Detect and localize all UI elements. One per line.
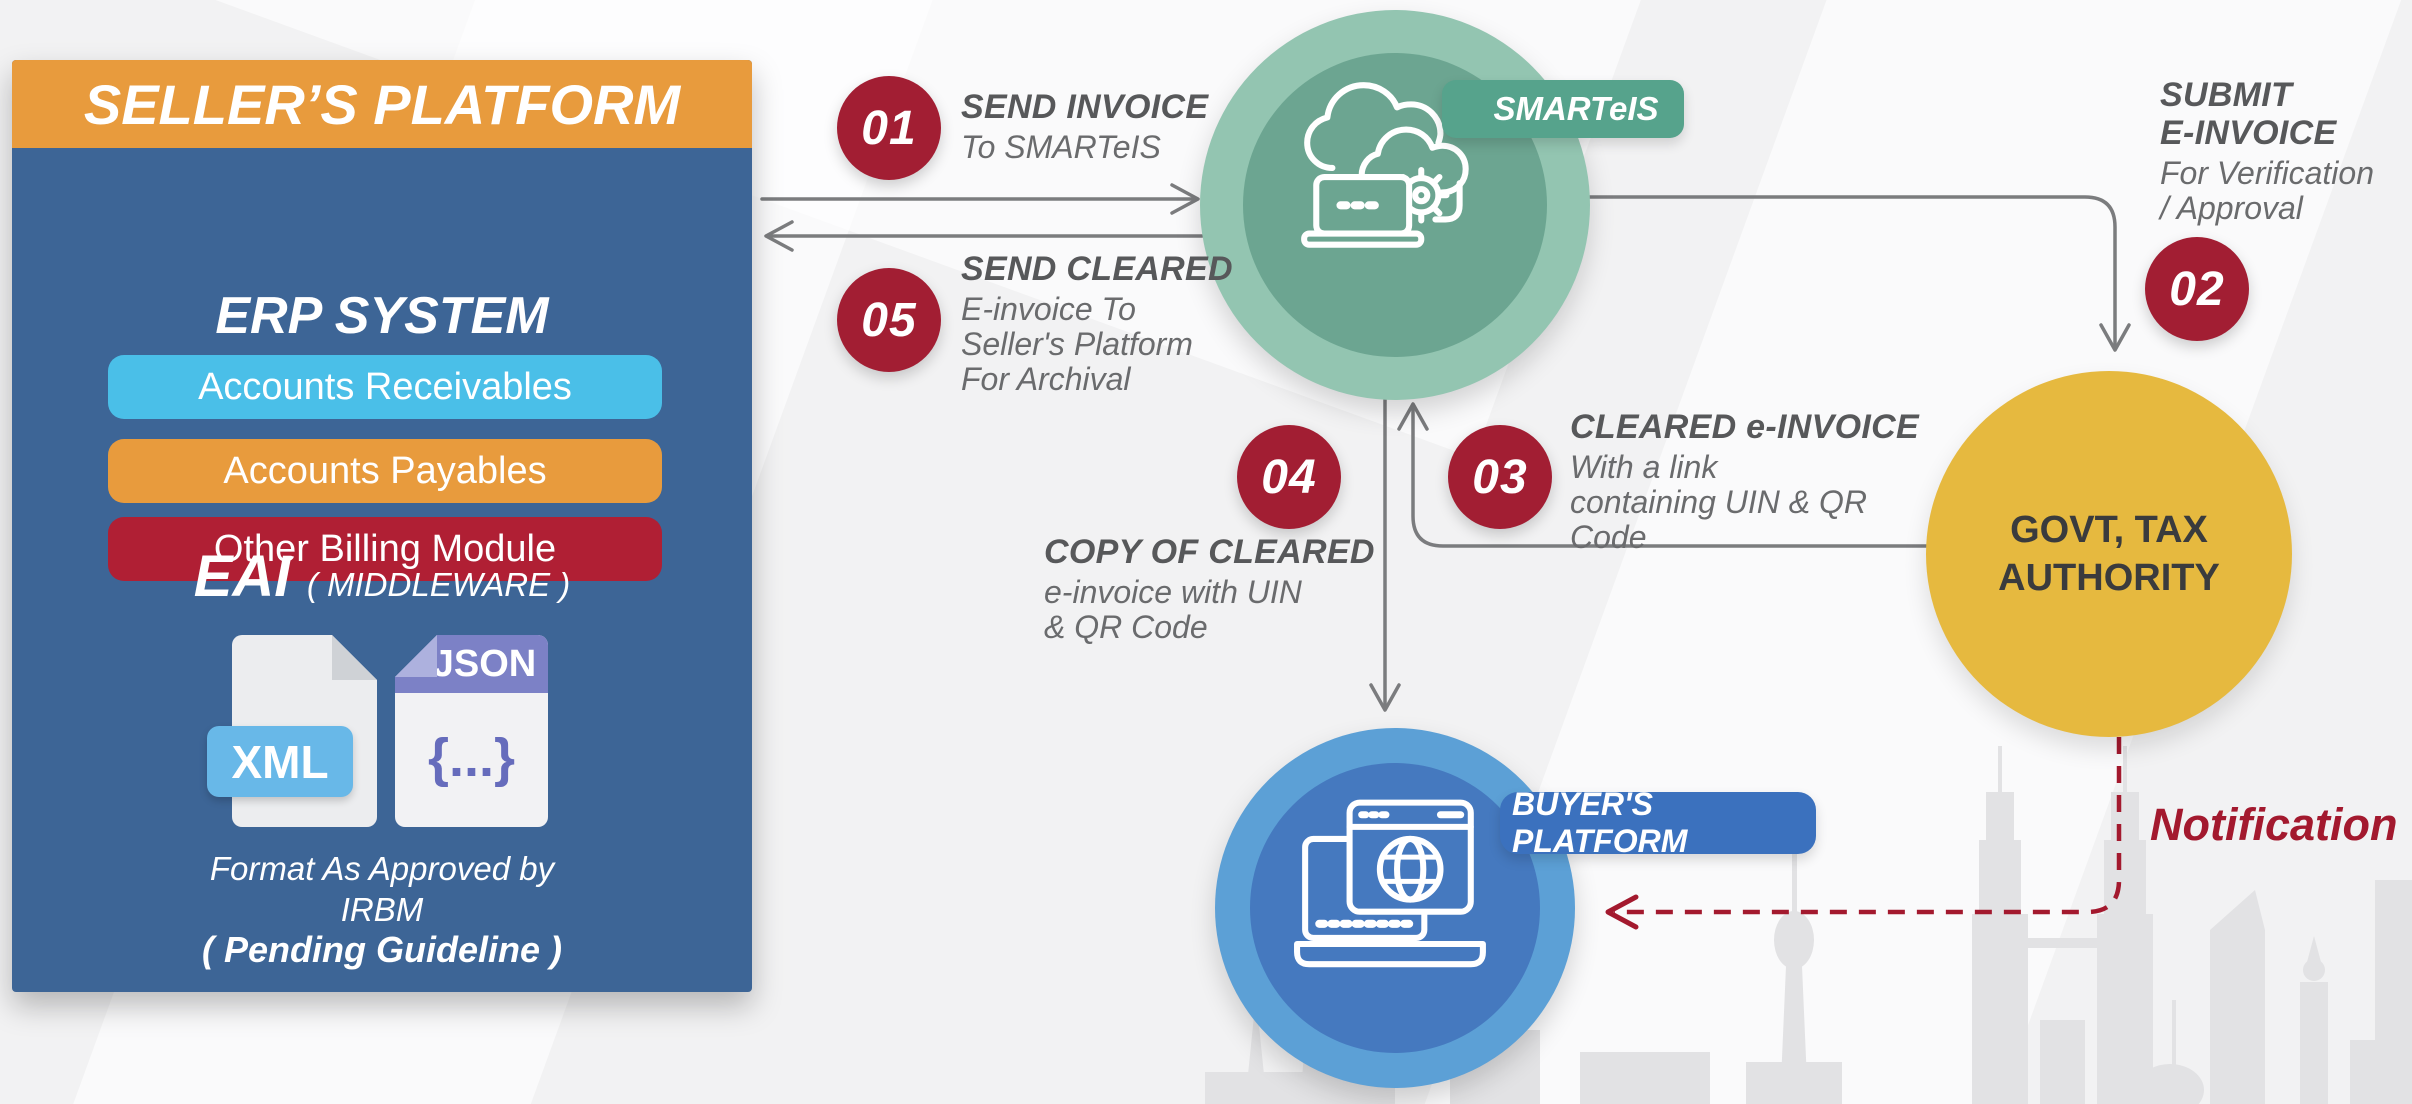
step-04-description: e-invoice with UIN & QR Code [1044,574,1302,645]
step-02-text: SUBMIT E-INVOICE For Verification / Appr… [2160,76,2374,226]
format-approval-note: Format As Approved by IRBM [209,850,555,928]
xml-file-icon: XML [207,635,377,827]
laptop-icon [1301,174,1425,248]
module-bar-other-billing: Other Billing Module [108,517,662,581]
pending-guideline-note: ( Pending Guideline ) [202,929,562,970]
step-01-number: 01 [837,76,941,180]
xml-file-label: XML [207,726,353,797]
step-03-title: CLEARED e-INVOICE [1570,408,1919,446]
step-03-text: CLEARED e-INVOICE With a link containing… [1570,408,1919,555]
step-01-text: SEND INVOICE To SMARTeIS [961,88,1208,165]
xml-file-fold-corner [332,635,377,680]
arrow-step5-head [764,220,794,252]
seller-platform-header: SELLER’S PLATFORM [12,60,752,148]
step-05-number: 05 [837,268,941,372]
eai-title: EAI [193,544,291,609]
govt-tax-authority-node: GOVT, TAX AUTHORITY [1926,371,2292,737]
step-05-description: E-invoice To Seller's Platform For Archi… [961,291,1193,397]
connector-step3-line [1411,406,1928,548]
cloud-link-line [1432,180,1463,223]
smarteis-node [1200,10,1590,400]
seller-platform-panel: SELLER’S PLATFORM ERP SYSTEM ( SAP / ORA… [12,60,752,992]
eai-subtitle: ( MIDDLEWARE ) [306,566,571,603]
step-04-title: COPY OF CLEARED [1044,533,1375,571]
step-02-title: SUBMIT E-INVOICE [2160,76,2337,152]
json-file-fold-corner [395,635,437,677]
step-04-number: 04 [1237,425,1341,529]
seller-platform-title: SELLER’S PLATFORM [83,72,681,136]
cloud-back-shape [1304,82,1444,171]
arrow-step1-head [1170,183,1200,215]
eai-middleware-line: EAI ( MIDDLEWARE ) [12,548,752,620]
connector-step2-head [2099,323,2131,352]
laptop-base [1294,940,1486,968]
notification-label: Notification [2150,799,2398,850]
erp-system-title: ERP SYSTEM [215,287,549,345]
laptop-browser-globe-icon [1294,799,1486,968]
step-03-description: With a link containing UIN & QR Code [1570,449,1868,555]
json-file-icon: JSON {...} [395,635,548,827]
step-02-description: For Verification / Approval [2160,155,2374,226]
smarteis-label: SMARTeIS [1493,90,1659,127]
step-02-number: 02 [2145,237,2249,341]
connector-step3-head [1397,402,1429,431]
module-bar-accounts-receivables: Accounts Receivables [108,355,662,419]
buyers-platform-badge: BUYER'S PLATFORM [1500,786,1816,859]
step-01-title: SEND INVOICE [961,88,1209,126]
step-01-description: To SMARTeIS [961,129,1161,165]
globe-icon [1376,835,1444,903]
step-05-text: SEND CLEARED E-invoice To Seller's Platf… [961,250,1233,397]
buyers-platform-label: BUYER'S PLATFORM [1512,786,1688,859]
notification-arrow-head [1605,894,1639,930]
step-04-text: COPY OF CLEARED e-invoice with UIN & QR … [1044,533,1375,645]
connector-step4-head [1369,683,1401,712]
module-bar-accounts-payables: Accounts Payables [108,439,662,503]
step-05-title: SEND CLEARED [961,250,1233,288]
step-03-number: 03 [1448,425,1552,529]
json-braces-symbol: {...} [427,728,516,788]
smarteis-badge: SMARTeIS [1442,80,1684,138]
cloud-computing-icon [1301,82,1469,248]
govt-tax-authority-label: GOVT, TAX AUTHORITY [1998,509,2220,599]
connector-step2-line [1587,195,2117,348]
buyers-platform-node [1215,728,1575,1088]
